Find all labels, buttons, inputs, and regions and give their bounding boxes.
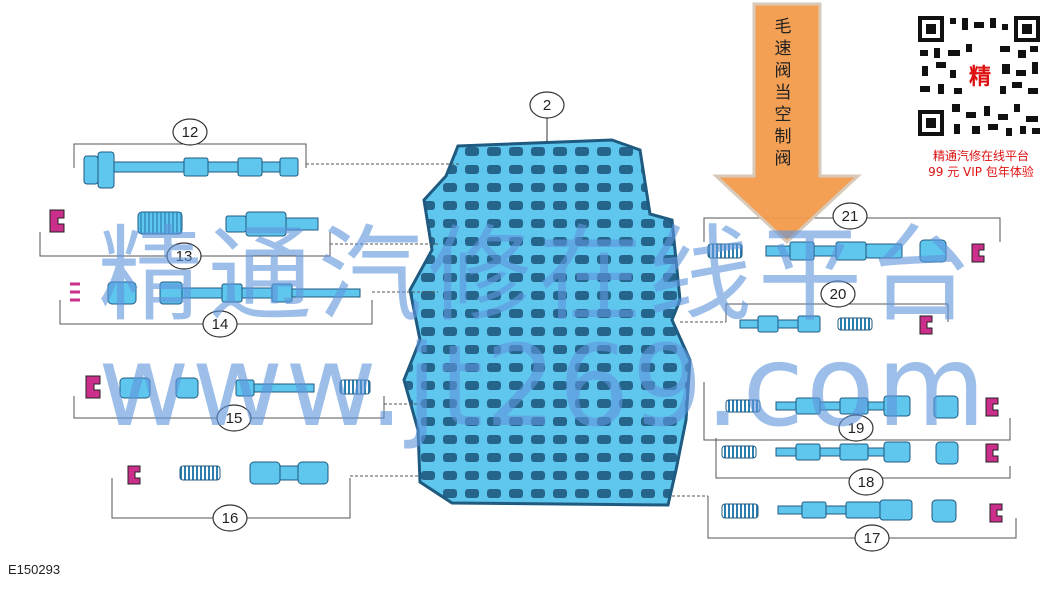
spring-17 — [721, 503, 759, 519]
valve-spool-12 — [83, 151, 299, 189]
spring-21 — [707, 243, 743, 259]
valve-spool-17 — [777, 499, 913, 521]
callout-label-13: 13 — [176, 248, 193, 265]
qr-center-logo: 精 — [969, 64, 991, 90]
part-group-20: 20 — [680, 280, 949, 335]
retaining-clip-13 — [49, 209, 65, 233]
valve-spool-14 — [159, 281, 361, 305]
retaining-clip-17 — [989, 503, 1003, 523]
highlight-arrow — [712, 2, 862, 245]
valve-spool-18 — [775, 441, 911, 463]
spring-20 — [837, 317, 873, 331]
callout-2: 2 — [529, 91, 565, 142]
part-group-14: 14 — [59, 281, 438, 338]
spring-18 — [721, 445, 757, 459]
part-group-16: 16 — [111, 461, 420, 532]
figure-id: E150293 — [8, 562, 61, 577]
callout-label-15: 15 — [226, 410, 243, 427]
retaining-clip-14 — [70, 282, 80, 302]
callout-label-2: 2 — [543, 97, 551, 114]
part-group-21: 21 — [703, 202, 1001, 263]
callout-label-18: 18 — [858, 474, 875, 491]
retaining-clip-21 — [971, 243, 985, 263]
valve-body — [402, 138, 692, 507]
qr-caption-line2: 99 元 VIP 包年体验 — [928, 165, 1034, 179]
spring-19 — [725, 399, 761, 413]
valve-spool-16 — [249, 461, 329, 485]
callout-label-17: 17 — [864, 530, 881, 547]
callout-label-12: 12 — [182, 124, 199, 141]
retaining-clip-18 — [985, 443, 999, 463]
part-group-18: 18 — [715, 438, 1011, 496]
valve-spool-20 — [739, 315, 821, 333]
part-group-15: 15 — [73, 375, 422, 432]
part-group-12: 12 — [73, 118, 460, 189]
valve-spool-15 — [235, 379, 315, 397]
arrow-label: 毛速阀当空制阀 — [774, 17, 792, 169]
part-group-19: 19 — [703, 382, 1011, 442]
part-group-17: 17 — [672, 495, 1017, 552]
callout-label-14: 14 — [212, 316, 229, 333]
retaining-clip-19 — [985, 397, 999, 417]
valve-spool-13 — [225, 211, 319, 237]
retaining-clip-20 — [919, 315, 933, 335]
spring-15 — [339, 379, 371, 395]
callout-label-16: 16 — [222, 510, 239, 527]
valve-spool-21 — [765, 241, 903, 261]
spring-16 — [179, 465, 221, 481]
qr-caption-line1: 精通汽修在线平台 — [932, 149, 1029, 163]
part-group-13: 13 — [39, 209, 440, 270]
callout-label-19: 19 — [848, 420, 865, 437]
qr-code: 精 — [916, 14, 1042, 138]
callout-label-21: 21 — [842, 208, 859, 225]
callout-label-20: 20 — [830, 286, 847, 303]
qr-caption: 精通汽修在线平台 99 元 VIP 包年体验 — [906, 148, 1056, 180]
retaining-clip-15 — [85, 375, 101, 399]
valve-spool-19 — [775, 395, 911, 417]
retaining-clip-16 — [127, 465, 141, 485]
